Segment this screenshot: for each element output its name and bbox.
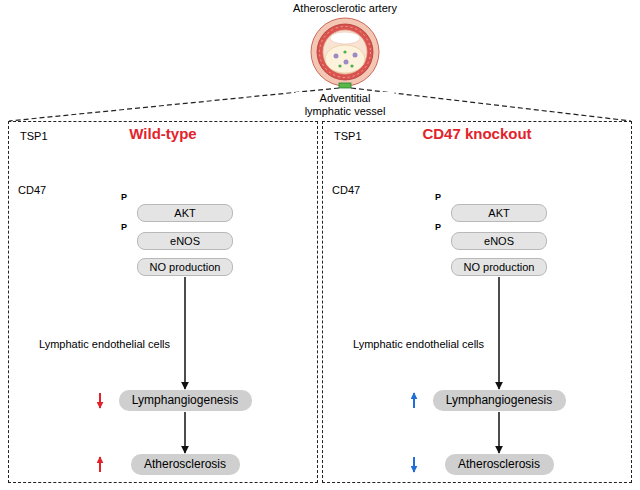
down-arrow (124, 234, 126, 248)
panel-title: CD47 knockout (323, 125, 631, 142)
endothelial-cell: Lymphatic endothelial cells AKT eNOS NO pro… (329, 166, 621, 366)
up-arrow (438, 260, 440, 274)
flow-arrow (498, 277, 500, 389)
phospho-label: P (121, 193, 127, 202)
outcome-box: Lymphangiogenesis (433, 390, 566, 411)
up-arrow (438, 234, 440, 248)
box-text: Lymphangiogenesis (446, 393, 552, 407)
outcome-box: Lymphangiogenesis (119, 390, 252, 411)
molecule-label: TSP1 (334, 130, 362, 142)
box-text: AKT (174, 206, 195, 220)
tsp1-ligand (370, 137, 385, 147)
phospho-label: P (435, 223, 441, 232)
signal-box: eNOS (451, 232, 547, 250)
zoom-line (9, 88, 339, 121)
tsp1-ligand (74, 141, 89, 151)
box-text: eNOS (170, 234, 200, 248)
down-arrow (124, 260, 126, 274)
tsp1-ligand (80, 152, 95, 162)
box-text: eNOS (484, 234, 514, 248)
artery (311, 18, 379, 88)
box-text: Atherosclerosis (458, 457, 540, 471)
signal-arrow (81, 195, 114, 197)
tsp1-ligand (394, 152, 409, 162)
media (317, 24, 373, 80)
box-text: Atherosclerosis (144, 457, 226, 471)
knockout-cross (367, 168, 397, 194)
cd47-tail (66, 202, 71, 296)
cd47-receptor (373, 163, 391, 202)
endothelial-cell: Lymphatic endothelial cells AKT eNOS NO pro… (15, 166, 307, 366)
figure-label: Atherosclerotic artery (291, 2, 399, 14)
up-arrow (438, 206, 440, 220)
cell-body (337, 172, 618, 363)
cell (334, 54, 339, 59)
signal-box: NO production (137, 258, 233, 276)
cell (350, 64, 353, 67)
lumen (330, 32, 360, 44)
cell (353, 53, 358, 58)
phospho-label: P (435, 193, 441, 202)
intima (323, 30, 367, 74)
dashed-panel: Wild-typeLymphatic endothelial cells AKT e… (8, 121, 318, 483)
up-arrow (413, 393, 415, 408)
tsp1-ligand (388, 141, 403, 151)
phospho-label: P (121, 223, 127, 232)
tsp1-ligand (62, 149, 77, 159)
cell (344, 60, 349, 65)
cell (343, 50, 346, 53)
cell (338, 64, 341, 67)
down-arrow (99, 393, 101, 408)
tsp1-ligand (376, 149, 391, 159)
cd47-tail (380, 202, 385, 296)
down-arrow (124, 206, 126, 220)
box-text: NO production (464, 260, 535, 274)
knockout-cross (367, 168, 397, 194)
molecule-label: TSP1 (20, 130, 48, 142)
flow-arrow (184, 277, 186, 389)
phospho-mark (431, 220, 444, 233)
box-text: Lymphangiogenesis (132, 393, 238, 407)
figure-label: Adventitial lymphatic vessel (296, 92, 395, 118)
molecule-label: CD47 (332, 184, 360, 196)
signal-box: AKT (137, 204, 233, 222)
outcome-box: Atherosclerosis (131, 454, 240, 475)
media-texture (320, 27, 371, 78)
signal-box: eNOS (137, 232, 233, 250)
molecule-label: CD47 (18, 184, 46, 196)
cell-label: Lymphatic endothelial cells (39, 338, 170, 350)
cell-body (23, 172, 304, 363)
signal-arrow (395, 195, 428, 197)
tsp1-ligand (56, 137, 71, 147)
flow-arrow (498, 412, 500, 453)
flow-arrow (184, 412, 186, 453)
cell-label: Lymphatic endothelial cells (353, 338, 484, 350)
signal-box: NO production (451, 258, 547, 276)
lymphatic-vessel (339, 83, 351, 88)
up-arrow (99, 457, 101, 472)
cd47-receptor (59, 163, 77, 202)
phospho-mark (431, 190, 444, 203)
outcome-box: Atherosclerosis (445, 454, 554, 475)
phospho-mark (117, 190, 130, 203)
box-text: AKT (488, 206, 509, 220)
box-text: NO production (150, 260, 221, 274)
adventitia (311, 18, 379, 86)
plaque (325, 45, 365, 73)
panel-title: Wild-type (9, 125, 317, 142)
down-arrow (413, 457, 415, 472)
signal-box: AKT (451, 204, 547, 222)
phospho-mark (117, 220, 130, 233)
dashed-panel: CD47 knockoutLymphatic endothelial cells… (322, 121, 632, 483)
